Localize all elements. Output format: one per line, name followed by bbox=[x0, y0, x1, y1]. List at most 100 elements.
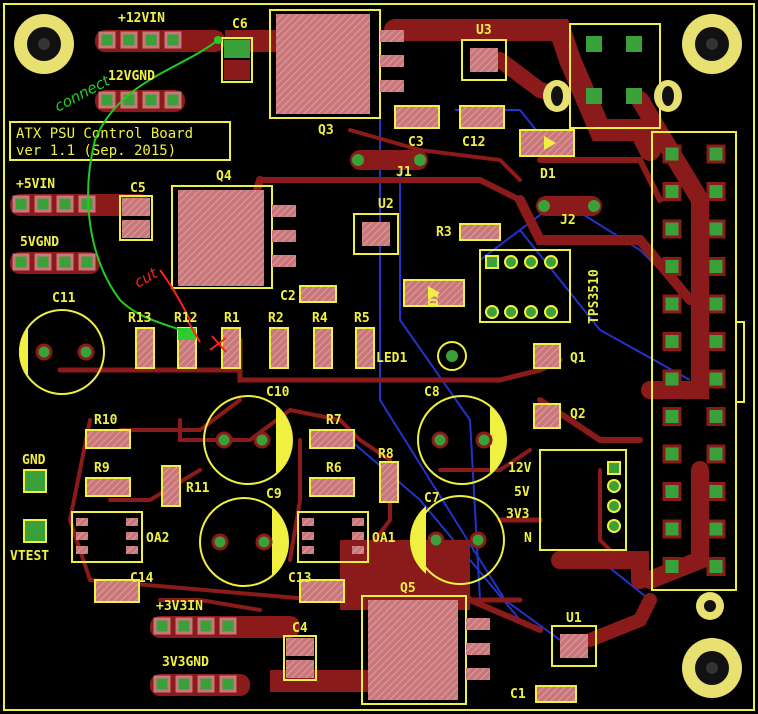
q3-body bbox=[269, 9, 404, 119]
label-12vin: +12VIN bbox=[118, 11, 165, 26]
label-d1: D1 bbox=[540, 167, 556, 182]
label-c13: C13 bbox=[288, 571, 311, 586]
board-title: ATX PSU Control Board bbox=[16, 126, 193, 142]
regulators bbox=[353, 39, 597, 667]
label-u2: U2 bbox=[378, 197, 394, 212]
q4-body bbox=[171, 185, 296, 289]
tps3510-chip bbox=[479, 249, 571, 323]
label-c14: C14 bbox=[130, 571, 154, 586]
header-pin bbox=[662, 332, 682, 351]
label-j1: J1 bbox=[396, 165, 412, 180]
label-r2: R2 bbox=[268, 311, 284, 326]
board-outline bbox=[3, 3, 755, 711]
label-c8: C8 bbox=[424, 385, 440, 400]
electrolytic-marks bbox=[18, 326, 507, 576]
label-12v: 12V bbox=[508, 461, 532, 476]
header-pin bbox=[706, 557, 726, 576]
header-pin bbox=[662, 557, 682, 576]
header-pin bbox=[662, 294, 682, 314]
label-q3: Q3 bbox=[318, 123, 334, 138]
label-d2: D2 bbox=[427, 290, 442, 306]
label-r10: R10 bbox=[94, 413, 118, 428]
led1-body bbox=[437, 341, 467, 371]
label-5v: 5V bbox=[514, 485, 530, 500]
label-3v3in: +3V3IN bbox=[156, 599, 203, 614]
header-pin bbox=[662, 482, 682, 501]
label-3v3gnd: 3V3GND bbox=[162, 655, 209, 670]
header-pin bbox=[706, 444, 726, 464]
diodes bbox=[403, 129, 575, 307]
header-pin bbox=[662, 444, 682, 464]
label-c4: C4 bbox=[292, 621, 308, 636]
smd-caps bbox=[94, 37, 577, 703]
header-pin bbox=[706, 257, 726, 276]
q5-body bbox=[361, 595, 490, 705]
label-c6: C6 bbox=[232, 17, 248, 32]
header-pin bbox=[706, 144, 726, 164]
label-r5: R5 bbox=[354, 311, 370, 326]
header-pin bbox=[706, 332, 726, 351]
label-r9: R9 bbox=[94, 461, 110, 476]
header-pin bbox=[662, 519, 682, 539]
header-pin bbox=[706, 182, 726, 201]
label-r7: R7 bbox=[326, 413, 342, 428]
connect-endpoint bbox=[214, 36, 222, 44]
title-box bbox=[9, 121, 231, 161]
label-5vgnd: 5VGND bbox=[20, 235, 59, 250]
label-r8: R8 bbox=[378, 447, 394, 462]
label-c12: C12 bbox=[462, 135, 485, 150]
label-led1: LED1 bbox=[376, 351, 407, 366]
silkscreen-labels: +12VIN 12VGND C6 +5VIN 5VGND C5 Q4 Q3 U3… bbox=[10, 11, 602, 702]
header-pin bbox=[706, 219, 726, 239]
mounting-holes bbox=[14, 14, 742, 698]
cut-mark bbox=[159, 269, 227, 353]
label-q2: Q2 bbox=[570, 407, 586, 422]
header-pin bbox=[662, 219, 682, 239]
label-r3: R3 bbox=[436, 225, 452, 240]
label-c5: C5 bbox=[130, 181, 146, 196]
header-pin bbox=[662, 144, 682, 164]
label-u1: U1 bbox=[566, 611, 582, 626]
header-pin bbox=[706, 369, 726, 389]
label-tps3510: TPS3510 bbox=[587, 269, 602, 324]
board-version: ver 1.1 (Sep. 2015) bbox=[16, 143, 176, 159]
annotation-cut: cut bbox=[131, 263, 161, 291]
cap-pins bbox=[35, 343, 493, 551]
label-gnd: GND bbox=[22, 453, 46, 468]
header-pin bbox=[662, 369, 682, 389]
label-j2: J2 bbox=[560, 213, 576, 228]
header-pin bbox=[706, 407, 726, 426]
header-pin bbox=[662, 182, 682, 201]
label-c3: C3 bbox=[408, 135, 424, 150]
label-c1: C1 bbox=[510, 687, 526, 702]
op-amps bbox=[71, 511, 369, 563]
label-c7: C7 bbox=[424, 491, 440, 506]
label-c11: C11 bbox=[52, 291, 76, 306]
label-q1: Q1 bbox=[570, 351, 586, 366]
status-connector bbox=[539, 449, 627, 551]
label-vtest: VTEST bbox=[10, 549, 49, 564]
label-12vgnd: 12VGND bbox=[108, 69, 155, 84]
label-3v3: 3V3 bbox=[506, 507, 529, 522]
label-n: N bbox=[524, 531, 532, 546]
label-r13: R13 bbox=[128, 311, 151, 326]
top-right-connector bbox=[543, 23, 682, 129]
header-pin bbox=[662, 407, 682, 426]
label-c9: C9 bbox=[266, 487, 282, 502]
label-r11: R11 bbox=[186, 481, 210, 496]
header-pin bbox=[662, 257, 682, 276]
label-r6: R6 bbox=[326, 461, 342, 476]
label-r12: R12 bbox=[174, 311, 197, 326]
test-points bbox=[23, 469, 47, 543]
label-oa2: OA2 bbox=[146, 531, 169, 546]
label-q4: Q4 bbox=[216, 169, 232, 184]
small-transistors bbox=[533, 343, 561, 429]
label-q5: Q5 bbox=[400, 581, 416, 596]
label-oa1: OA1 bbox=[372, 531, 396, 546]
atx-header bbox=[651, 131, 745, 620]
label-5vin: +5VIN bbox=[16, 177, 55, 192]
label-u3: U3 bbox=[476, 23, 492, 38]
label-r1: R1 bbox=[224, 311, 240, 326]
